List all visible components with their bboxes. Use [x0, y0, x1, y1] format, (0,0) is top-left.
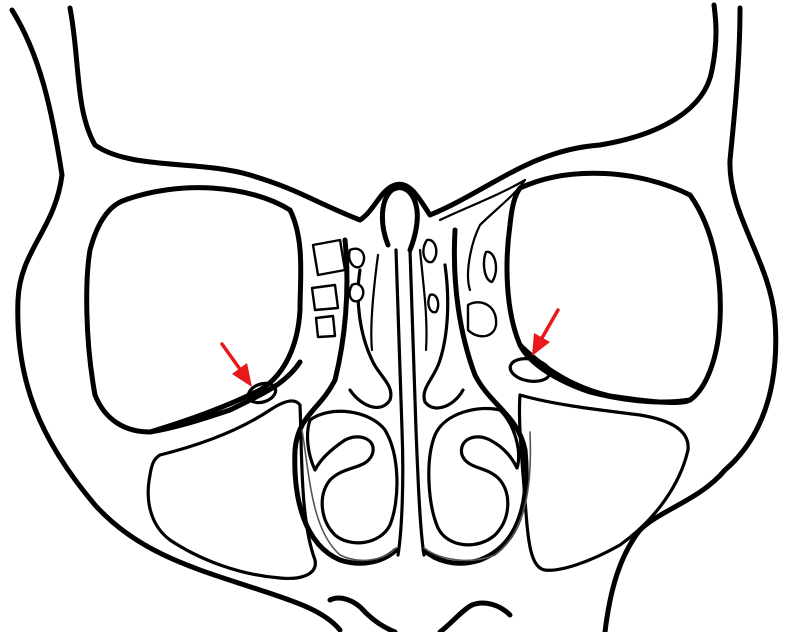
left-arrow-shaft [222, 344, 242, 372]
right-nasal-wall [424, 230, 526, 563]
ethmoid-cell [350, 284, 364, 302]
ethmoid-cell [423, 240, 436, 262]
right-lower-contour [440, 603, 510, 632]
left-arrow-head [232, 363, 252, 387]
ethmoid-cell [313, 240, 345, 275]
ethmoid-cell [312, 285, 338, 310]
ethmoid-cell [484, 252, 496, 282]
left-nasal-wall [295, 240, 396, 563]
ethmoid-cell [316, 316, 335, 337]
right-arrow-shaft [542, 310, 558, 338]
ethmoid-cell [428, 295, 438, 313]
right-orbit [507, 173, 720, 402]
ethmoid-cell [349, 249, 364, 268]
left-orbit [87, 188, 301, 432]
left-inferior-turbinate [308, 411, 397, 543]
right-inferior-turbinate [429, 408, 519, 544]
left-skull-contour [12, 10, 340, 630]
right-arrow [532, 310, 558, 356]
ethmoid-cell [468, 302, 496, 336]
right-turbinate-outline [424, 432, 530, 560]
nasal-septum-left [396, 250, 403, 555]
nasal-septum-right [410, 250, 424, 555]
crista-galli [382, 188, 417, 250]
right-maxillary-sinus [519, 395, 688, 570]
skull-outline [12, 8, 776, 632]
left-arrow [222, 344, 252, 387]
